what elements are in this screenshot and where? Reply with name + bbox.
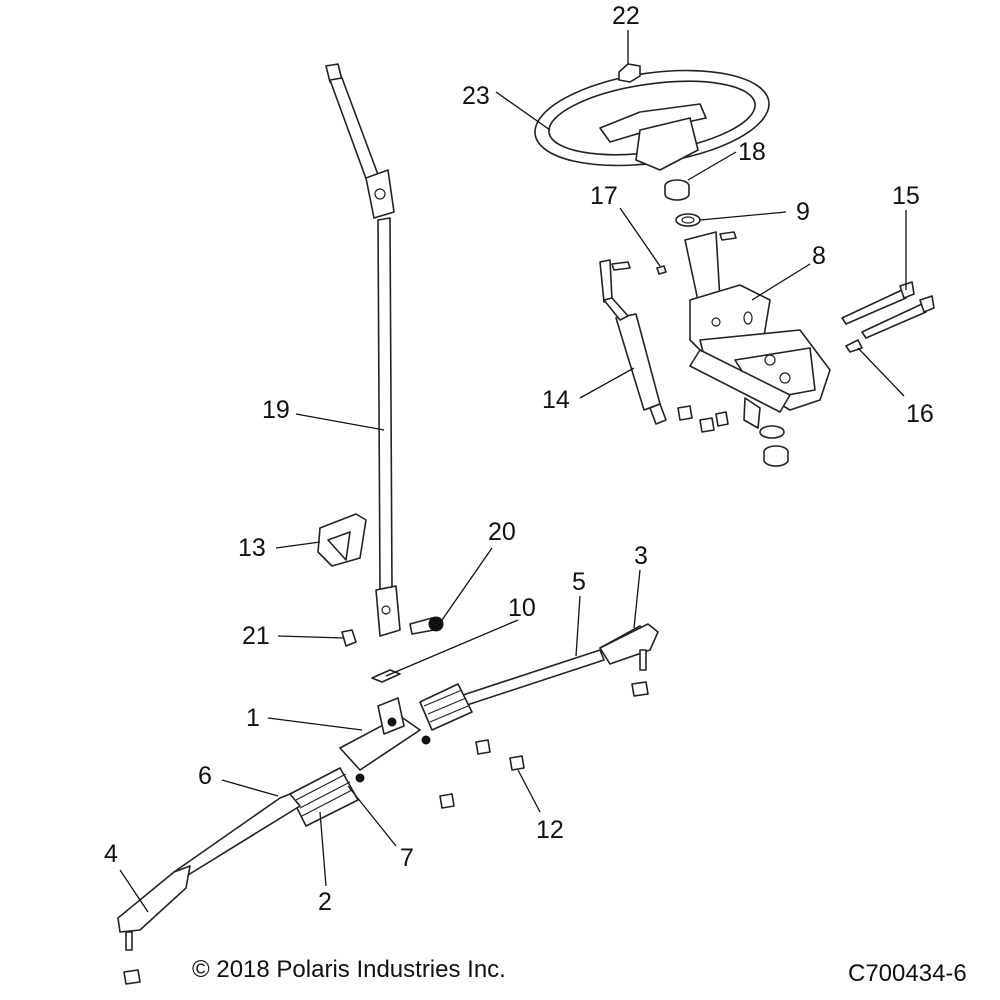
callout-21: 21 [242, 622, 270, 650]
column-bracket-8 [684, 231, 831, 429]
bolt-20 [409, 616, 444, 635]
washer-9 [675, 213, 701, 227]
callout-17: 17 [590, 182, 618, 210]
callout-15: 15 [892, 182, 920, 210]
tie-rod-nuts [123, 681, 649, 985]
rack-and-pinion-1 [117, 623, 659, 951]
callout-16: 16 [906, 400, 934, 428]
callout-5: 5 [572, 568, 586, 596]
callout-1: 1 [246, 704, 260, 732]
nut-17 [656, 265, 667, 275]
grommets-12 [439, 739, 525, 809]
callout-8: 8 [812, 242, 826, 270]
callout-2: 2 [318, 888, 332, 916]
callout-20: 20 [488, 518, 516, 546]
callout-labels: 22 23 18 17 9 15 8 14 16 19 13 20 5 3 10… [104, 2, 934, 916]
callout-6: 6 [198, 762, 212, 790]
callout-19: 19 [262, 396, 290, 424]
callout-12: 12 [536, 816, 564, 844]
callout-22: 22 [612, 2, 640, 30]
bolts-15 [841, 281, 935, 339]
bushings-lower [759, 425, 789, 467]
cover-13 [317, 513, 367, 567]
copyright-notice: © 2018 Polaris Industries Inc. [192, 956, 506, 983]
callout-18: 18 [738, 138, 766, 166]
steering-shaft-19 [325, 63, 401, 637]
callout-23: 23 [462, 82, 490, 110]
cap-nuts [677, 405, 729, 433]
callout-9: 9 [796, 198, 810, 226]
bolt-9b [719, 231, 737, 241]
callout-10: 10 [508, 594, 536, 622]
nut-21 [341, 629, 357, 647]
steering-wheel [534, 69, 770, 171]
figure-id: C700434-6 [848, 960, 967, 987]
callout-7: 7 [400, 844, 414, 872]
callout-14: 14 [542, 386, 570, 414]
leader-lines [119, 30, 907, 913]
callout-4: 4 [104, 840, 118, 868]
bolt-16 [845, 339, 863, 353]
callout-13: 13 [238, 534, 266, 562]
callout-3: 3 [634, 542, 648, 570]
gas-strut-14 [599, 259, 667, 425]
bushing-18 [664, 179, 690, 201]
